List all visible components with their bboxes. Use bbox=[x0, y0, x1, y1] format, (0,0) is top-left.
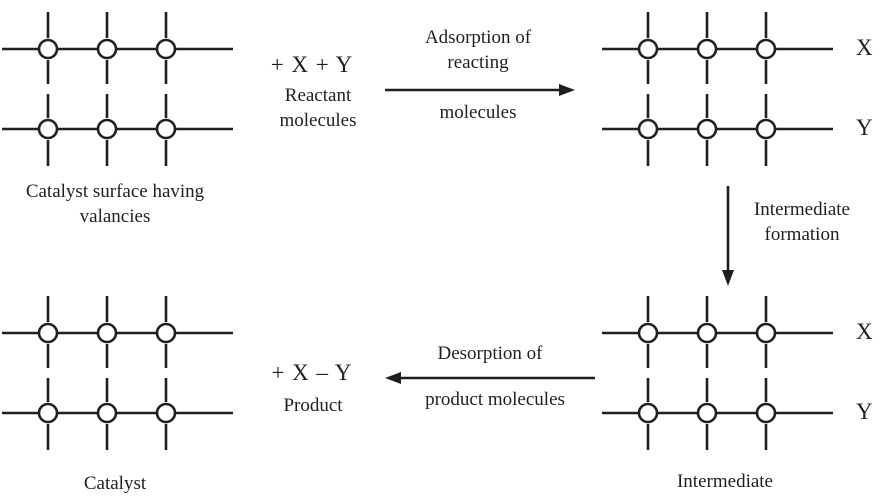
intermediate-formation-label: Intermediate formation bbox=[753, 199, 850, 245]
adsorption-label-top: Adsorption of reacting bbox=[424, 27, 532, 73]
adsorbed-x-label: X bbox=[856, 35, 873, 60]
intermediate-lattice-graphic bbox=[602, 296, 833, 450]
reactant-label: Reactant molecules bbox=[279, 85, 357, 131]
catalyst-surface-lattice-graphic bbox=[2, 12, 233, 166]
product-label: Product bbox=[283, 395, 343, 416]
desorption-arrow-icon bbox=[385, 372, 595, 384]
adsorption-arrow-icon bbox=[385, 84, 575, 96]
intermediate-caption: Intermediate bbox=[676, 471, 773, 492]
reactant-formula: + X + Y bbox=[270, 52, 354, 77]
adsorption-label-bottom: molecules bbox=[439, 102, 517, 123]
catalyst-surface-caption: Catalyst surface having valancies bbox=[25, 181, 205, 227]
desorption-label-top: Desorption of bbox=[437, 343, 543, 364]
intermediate-formation-arrow-icon bbox=[722, 186, 734, 286]
catalyst-lattice-graphic bbox=[2, 296, 233, 450]
desorption-label-bottom: product molecules bbox=[425, 389, 565, 410]
catalyst-caption: Catalyst bbox=[83, 473, 147, 494]
adsorbed-lattice-graphic bbox=[602, 12, 833, 166]
intermediate-y-label: Y bbox=[856, 399, 873, 424]
product-formula: + X – Y bbox=[271, 360, 353, 385]
adsorbed-y-label: Y bbox=[856, 115, 873, 140]
intermediate-x-label: X bbox=[856, 319, 873, 344]
